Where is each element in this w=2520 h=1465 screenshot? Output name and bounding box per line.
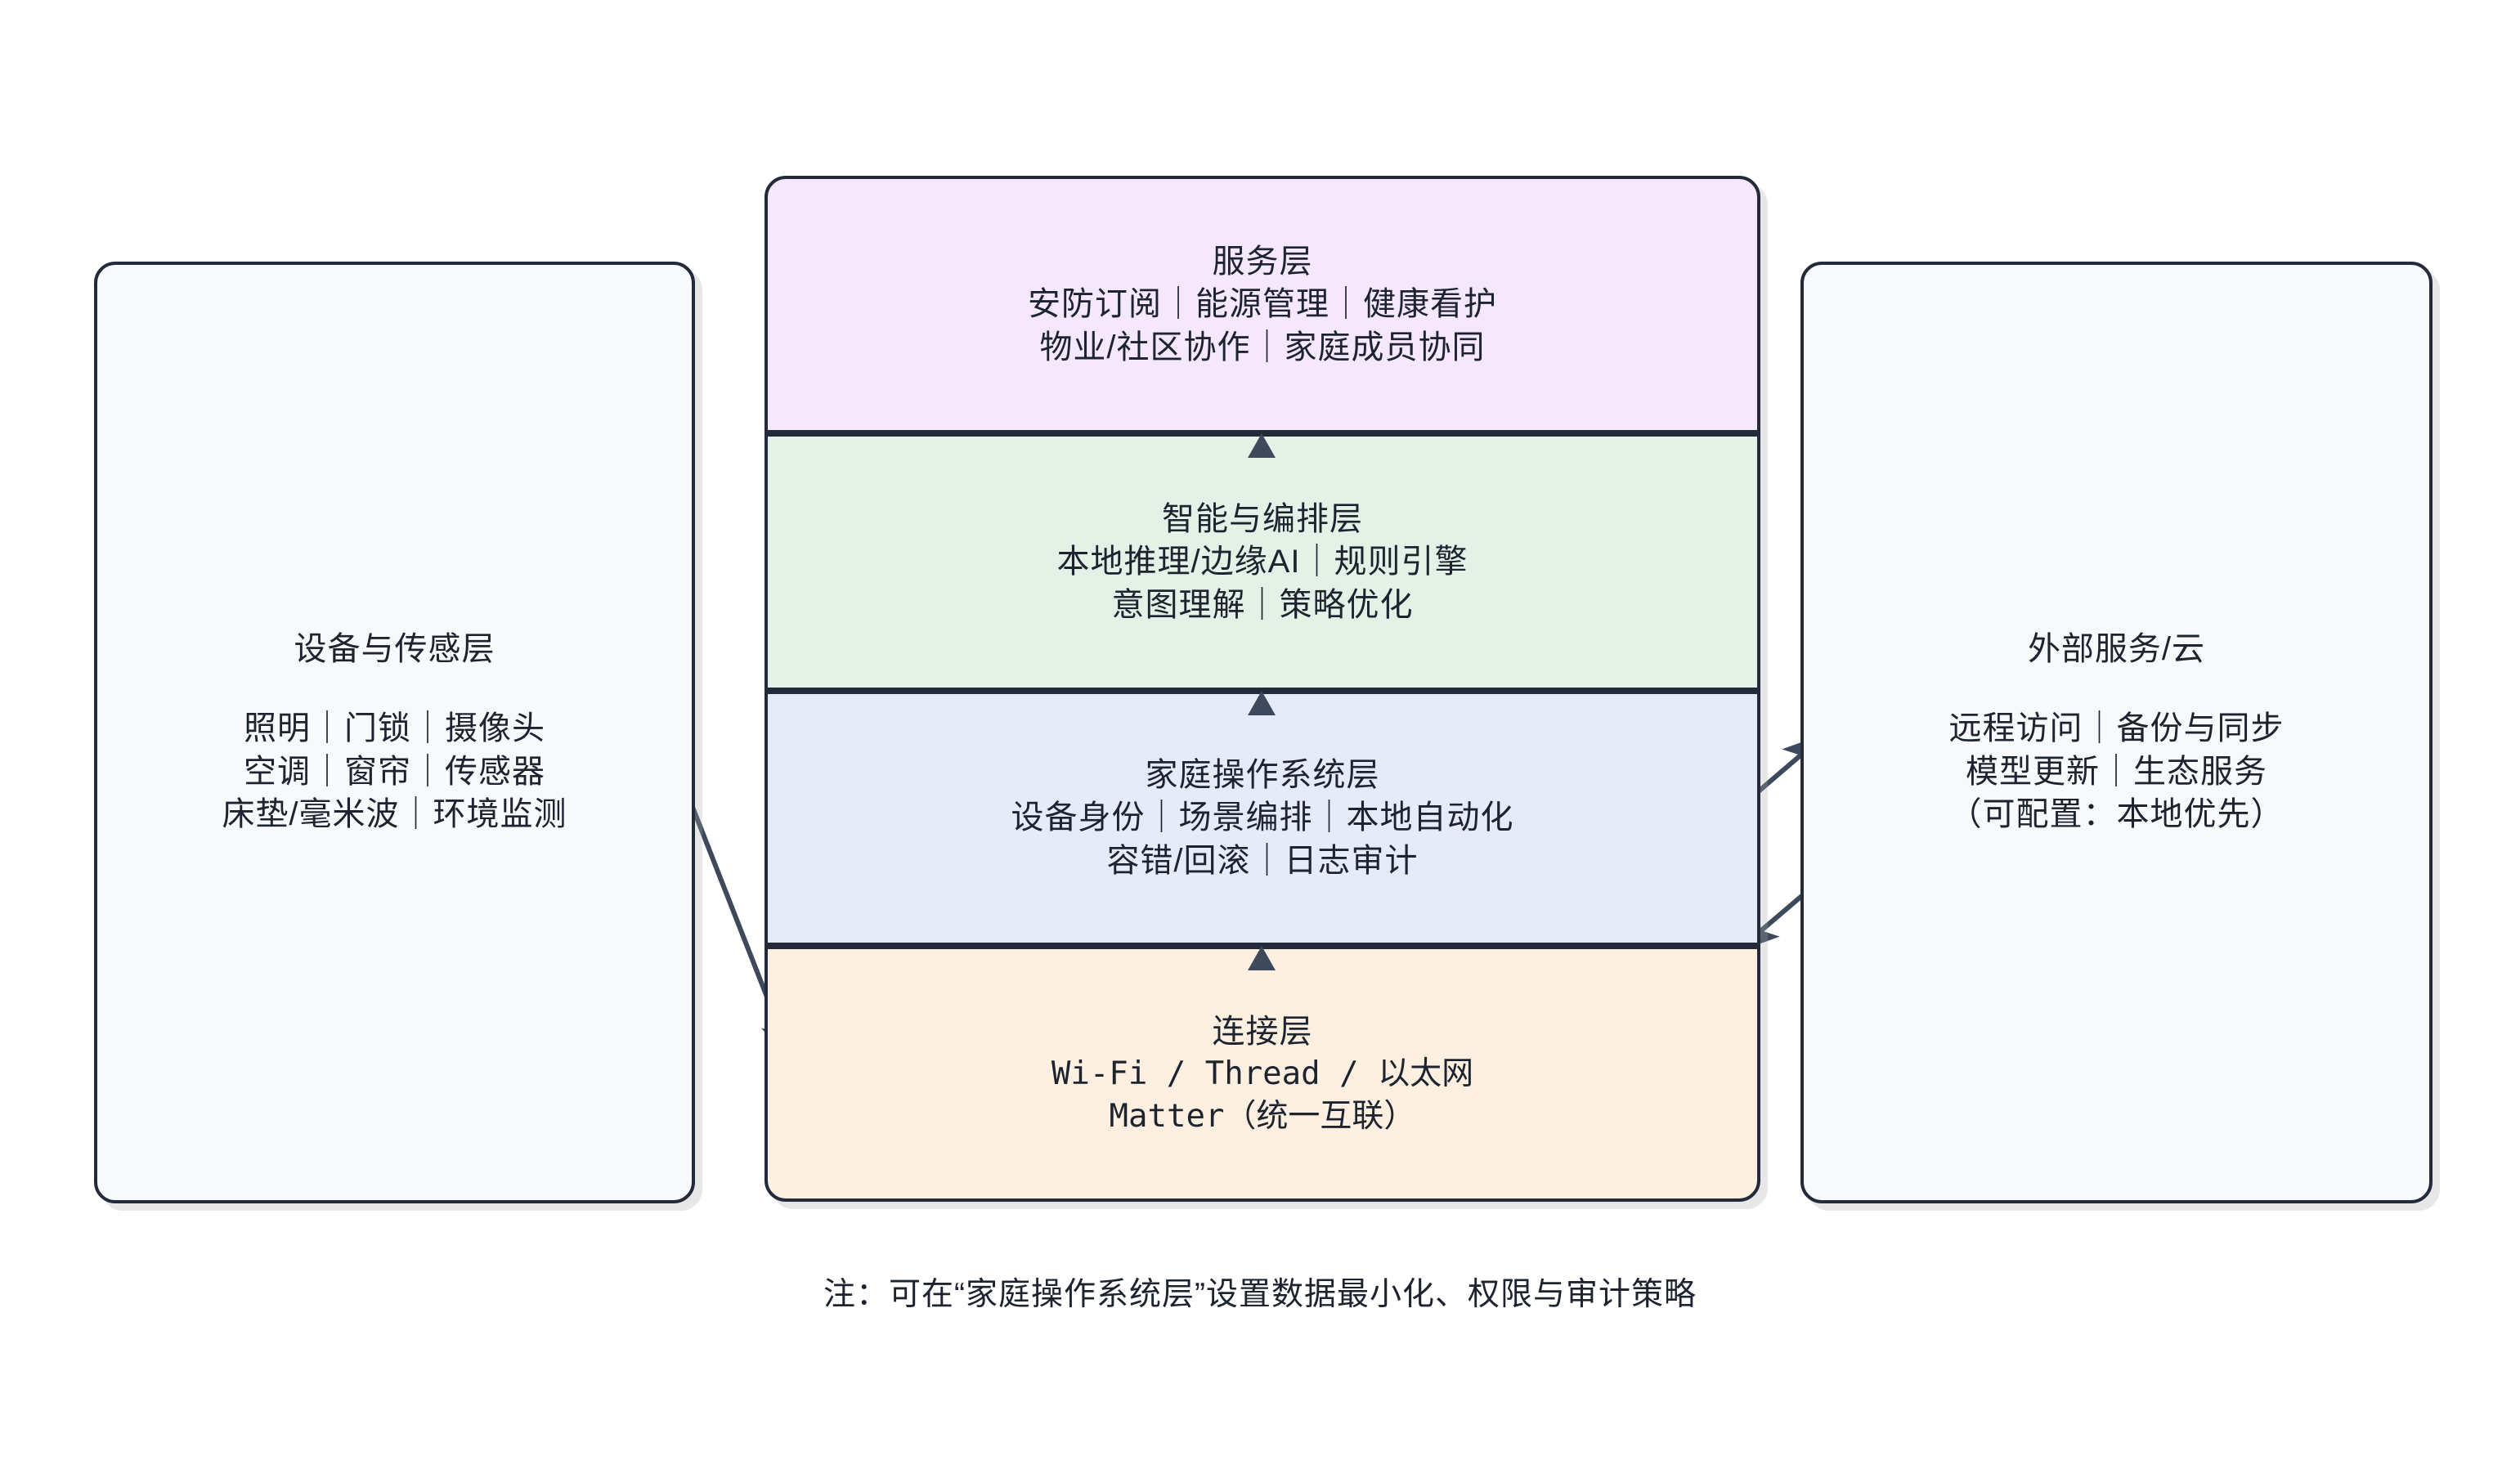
arrowhead-connectivity-to-os-icon <box>1248 946 1276 970</box>
layer-intelligence-line-1: 本地推理/边缘AI｜规则引擎 <box>1056 543 1469 580</box>
layer-home-os-box: 家庭操作系统层 设备身份｜场景编排｜本地自动化 容错/回滚｜日志审计 <box>765 691 1760 946</box>
cloud-box-lines: 远程访问｜备份与同步 模型更新｜生态服务 （可配置：本地优先） <box>1949 707 2285 836</box>
devices-line-1: 照明｜门锁｜摄像头 <box>244 710 545 746</box>
layer-home-os-line-1: 设备身份｜场景编排｜本地自动化 <box>1011 800 1514 836</box>
cloud-line-2: 模型更新｜生态服务 <box>1966 753 2267 790</box>
layer-connectivity-box: 连接层 Wi-Fi / Thread / 以太网 Matter（统一互联） <box>765 946 1760 1202</box>
layer-home-os-lines: 设备身份｜场景编排｜本地自动化 容错/回滚｜日志审计 <box>1011 796 1514 883</box>
layer-service-line-2: 物业/社区协作｜家庭成员协同 <box>1039 329 1486 365</box>
layer-connectivity-lines: Wi-Fi / Thread / 以太网 Matter（统一互联） <box>1051 1053 1473 1137</box>
layer-service-line-1: 安防订阅｜能源管理｜健康看护 <box>1028 285 1497 322</box>
footnote-text: 注：可在“家庭操作系统层”设置数据最小化、权限与审计策略 <box>823 1277 1697 1312</box>
layer-connectivity-title: 连接层 <box>1212 1014 1313 1051</box>
layer-connectivity-line-2: Matter（统一互联） <box>1109 1097 1416 1135</box>
layer-stack: 服务层 安防订阅｜能源管理｜健康看护 物业/社区协作｜家庭成员协同 智能与编排层… <box>765 176 1760 1202</box>
layer-intelligence-lines: 本地推理/边缘AI｜规则引擎 意图理解｜策略优化 <box>1057 540 1469 627</box>
devices-box-lines: 照明｜门锁｜摄像头 空调｜窗帘｜传感器 床垫/毫米波｜环境监测 <box>222 707 567 836</box>
devices-line-3: 床垫/毫米波｜环境监测 <box>222 796 567 833</box>
devices-and-sensing-box: 设备与传感层 照明｜门锁｜摄像头 空调｜窗帘｜传感器 床垫/毫米波｜环境监测 <box>94 262 695 1203</box>
cloud-line-3: （可配置：本地优先） <box>1948 796 2285 833</box>
layer-home-os-title: 家庭操作系统层 <box>1145 757 1380 794</box>
layer-intelligence-title: 智能与编排层 <box>1162 500 1363 537</box>
devices-line-2: 空调｜窗帘｜传感器 <box>244 753 545 790</box>
layer-connectivity-line-1: Wi-Fi / Thread / 以太网 <box>1051 1055 1474 1093</box>
layer-service-box: 服务层 安防订阅｜能源管理｜健康看护 物业/社区协作｜家庭成员协同 <box>765 176 1760 433</box>
devices-box-title: 设备与传感层 <box>294 630 495 667</box>
layer-intelligence-line-2: 意图理解｜策略优化 <box>1111 586 1414 623</box>
layer-intelligence-box: 智能与编排层 本地推理/边缘AI｜规则引擎 意图理解｜策略优化 <box>765 433 1760 691</box>
cloud-line-1: 远程访问｜备份与同步 <box>1948 710 2285 746</box>
cloud-box-title: 外部服务/云 <box>2027 630 2206 667</box>
arrowhead-os-to-intelligence-icon <box>1248 691 1276 715</box>
external-cloud-box: 外部服务/云 远程访问｜备份与同步 模型更新｜生态服务 （可配置：本地优先） <box>1800 262 2433 1203</box>
layer-service-lines: 安防订阅｜能源管理｜健康看护 物业/社区协作｜家庭成员协同 <box>1028 283 1497 370</box>
layer-home-os-line-2: 容错/回滚｜日志审计 <box>1106 843 1419 879</box>
layer-service-title: 服务层 <box>1212 243 1313 280</box>
arrowhead-intelligence-to-service-icon <box>1248 433 1276 458</box>
